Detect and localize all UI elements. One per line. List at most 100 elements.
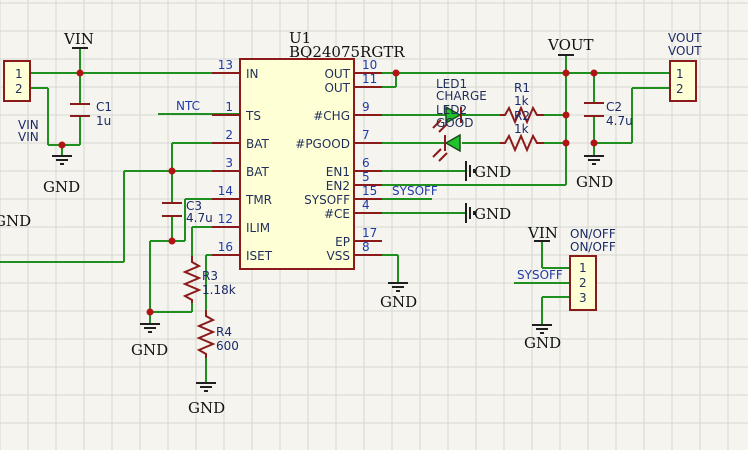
pin-number: 3 <box>225 156 233 170</box>
component-value: CHARGE <box>436 89 487 103</box>
ic-ref: U1 <box>289 29 311 47</box>
gnd-label: GND <box>474 205 511 223</box>
gnd-symbol: GND <box>380 282 417 311</box>
pin-number: 2 <box>579 276 587 290</box>
vin-connector[interactable]: 1 2 VIN VIN <box>3 60 39 144</box>
vout-power-flag: VOUT <box>547 36 594 56</box>
pin-number: 17 <box>362 226 377 240</box>
gnd-label: GND <box>188 399 225 417</box>
gnd-symbol: GND <box>131 323 168 359</box>
junction-dot <box>590 69 598 77</box>
pin-name: #CHG <box>313 109 350 123</box>
component-ref: R3 <box>202 269 218 283</box>
pin-name: #CE <box>324 207 350 221</box>
pin-name: OUT <box>324 81 350 95</box>
pin-number: 2 <box>676 82 684 96</box>
component-ref: R2 <box>514 109 530 123</box>
pin-name: #PGOOD <box>295 137 350 151</box>
pin-number: 10 <box>362 58 377 72</box>
gnd-label: GND <box>0 212 31 230</box>
pin-name: TS <box>245 109 261 123</box>
pin-name: IN <box>246 67 259 81</box>
capacitor-c2[interactable]: C2 4.7u <box>584 100 633 128</box>
junction-dot <box>168 167 176 175</box>
capacitor-c3[interactable]: C3 4.7u <box>162 199 213 225</box>
component-value: 4.7u <box>186 211 213 225</box>
resistor-r2[interactable]: R2 1k <box>500 109 544 153</box>
pin-number: 7 <box>362 128 370 142</box>
pin-number: 1 <box>676 67 684 81</box>
pin-name: OUT <box>324 67 350 81</box>
led-led2[interactable]: LED2 GOOD <box>432 103 473 162</box>
pin-number: 3 <box>579 291 587 305</box>
ic-part: BQ24075RGTR <box>289 43 405 61</box>
junctions <box>58 69 598 316</box>
ic-u1[interactable]: U1 BQ24075RGTR 13 1 2 3 14 12 16 IN TS B… <box>212 29 405 270</box>
junction-dot <box>562 111 570 119</box>
junction-dot <box>562 139 570 147</box>
pin-number: 13 <box>218 58 233 72</box>
vin-label: VIN <box>527 224 558 242</box>
connector-value: VOUT <box>668 44 702 58</box>
connector-body <box>3 60 31 102</box>
component-value: GOOD <box>436 116 473 130</box>
gnd-label: GND <box>524 334 561 352</box>
pin-number: 16 <box>218 240 233 254</box>
gnd-label: GND <box>380 293 417 311</box>
component-value: 600 <box>216 339 239 353</box>
component-ref: C2 <box>606 100 622 114</box>
capacitor-c1[interactable]: C1 1u <box>70 100 112 128</box>
pin-name: ILIM <box>246 221 270 235</box>
resistor-r1[interactable]: R1 1k <box>500 81 544 125</box>
gnd-label: GND <box>131 341 168 359</box>
connector-value: ON/OFF <box>570 240 616 254</box>
pin-name: BAT <box>246 165 270 179</box>
junction-dot <box>392 69 400 77</box>
pin-number: 4 <box>362 198 370 212</box>
junction-dot <box>168 237 176 245</box>
component-ref: C3 <box>186 199 202 213</box>
component-ref: LED1 <box>436 77 467 91</box>
junction-dot <box>76 69 84 77</box>
pin-number: 6 <box>362 156 370 170</box>
connector-body <box>569 255 597 311</box>
component-value: 1.18k <box>202 283 236 297</box>
pin-number: 5 <box>362 170 370 184</box>
junction-dot <box>58 141 66 149</box>
vin-label: VIN <box>63 30 94 48</box>
gnd-symbol: GND <box>524 324 561 352</box>
resistor-r3[interactable]: R3 1.18k <box>182 256 236 303</box>
net-label-sysoff: SYSOFF <box>392 184 438 198</box>
resistor-r4[interactable]: R4 600 <box>196 310 239 358</box>
led-led1[interactable]: LED1 CHARGE <box>432 77 487 133</box>
connector-value: VIN <box>18 130 39 144</box>
gnd-symbol: GND <box>188 382 225 417</box>
pin-number: 11 <box>362 72 377 86</box>
wires <box>0 48 670 383</box>
pin-number: 9 <box>362 100 370 114</box>
net-label-sysoff: SYSOFF <box>517 268 563 282</box>
gnd-symbol: GND <box>576 155 613 191</box>
pin-number: 2 <box>15 82 23 96</box>
connector-ref: VIN <box>18 118 39 132</box>
onoff-connector[interactable]: VIN SYSOFF ON/OFF ON/OFF 1 2 3 <box>517 224 616 311</box>
pin-number: 1 <box>15 67 23 81</box>
junction-dot <box>562 69 570 77</box>
gnd-symbol: GND <box>465 161 511 181</box>
component-ref: C1 <box>96 100 112 114</box>
component-ref: LED2 <box>436 103 467 117</box>
pin-name: ISET <box>246 249 273 263</box>
gnd-label: GND <box>43 178 80 196</box>
component-value: 4.7u <box>606 114 633 128</box>
pin-name: EN1 <box>326 165 350 179</box>
pin-number: 8 <box>362 240 370 254</box>
pin-number: 15 <box>362 184 377 198</box>
pin-number: 1 <box>225 100 233 114</box>
pin-name: EP <box>335 235 350 249</box>
pin-number: 1 <box>579 261 587 275</box>
pin-number: 12 <box>218 212 233 226</box>
vout-connector[interactable]: VOUT VOUT 1 2 <box>668 31 702 102</box>
led-body <box>445 105 462 125</box>
connector-body <box>669 60 697 102</box>
